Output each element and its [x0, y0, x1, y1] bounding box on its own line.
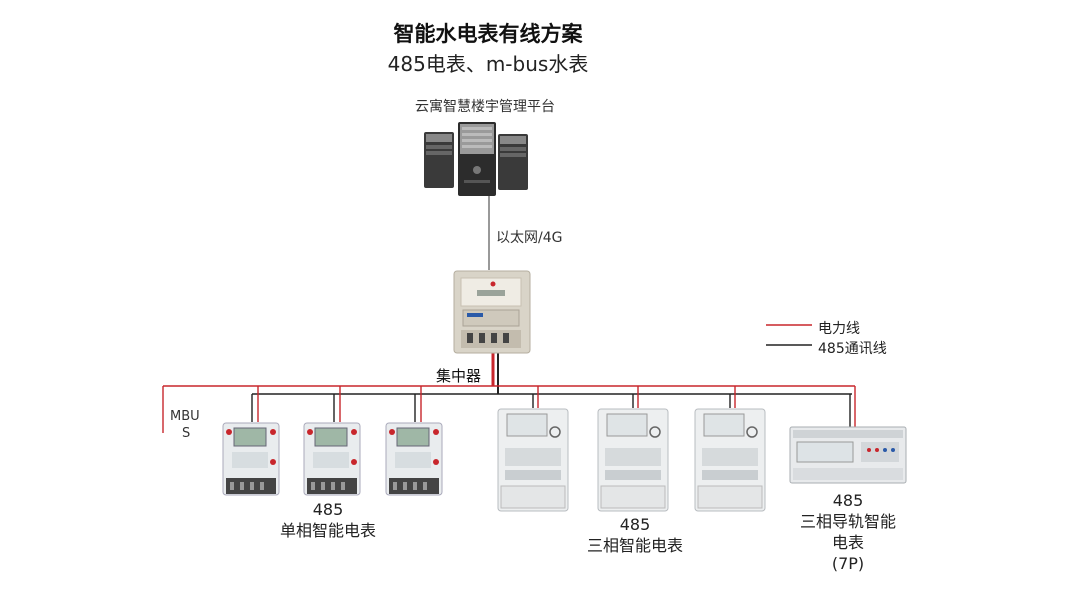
three-phase-caption-line-2: 三相智能电表 [586, 536, 683, 555]
single-phase-meter-icon-1 [222, 422, 280, 496]
mbus-label: MBU S [170, 408, 210, 442]
single-phase-meter-icon-2 [303, 422, 361, 496]
platform-label: 云寓智慧楼宇管理平台 [415, 99, 555, 115]
single-phase-caption-line-1: 485 [312, 500, 344, 519]
single-phase-caption-line-2: 单相智能电表 [279, 521, 376, 540]
three-phase-meter-icon-2 [597, 408, 669, 512]
din-rail-caption-line-3: 电表 [831, 533, 864, 552]
server-cluster-icon [424, 122, 528, 196]
diagram-title: 智能水电表有线方案 [393, 22, 583, 46]
mbus-label-line-1: MBU [170, 409, 200, 424]
single-phase-caption: 485 单相智能电表 [248, 499, 408, 541]
concentrator-label: 集中器 [436, 367, 482, 385]
link-label: 以太网/4G [496, 230, 563, 246]
mbus-label-line-2: S [182, 426, 191, 441]
din-rail-caption-line-4: (7P) [831, 554, 865, 573]
diagram-subtitle: 485电表、m-bus水表 [387, 52, 589, 76]
legend-power-label: 电力线 [818, 321, 860, 337]
din-rail-meter-icon [789, 426, 907, 484]
legend-comm-label: 485通讯线 [818, 341, 887, 357]
three-phase-caption: 485 三相智能电表 [555, 514, 715, 556]
three-phase-meter-icon-1 [497, 408, 569, 512]
concentrator-icon [453, 270, 531, 354]
three-phase-meter-icon-3 [694, 408, 766, 512]
single-phase-meter-icon-3 [385, 422, 443, 496]
three-phase-caption-line-1: 485 [619, 515, 651, 534]
din-rail-caption: 485 三相导轨智能 电表 (7P) [768, 490, 928, 574]
din-rail-caption-line-1: 485 [832, 491, 864, 510]
din-rail-caption-line-2: 三相导轨智能 [799, 512, 896, 531]
